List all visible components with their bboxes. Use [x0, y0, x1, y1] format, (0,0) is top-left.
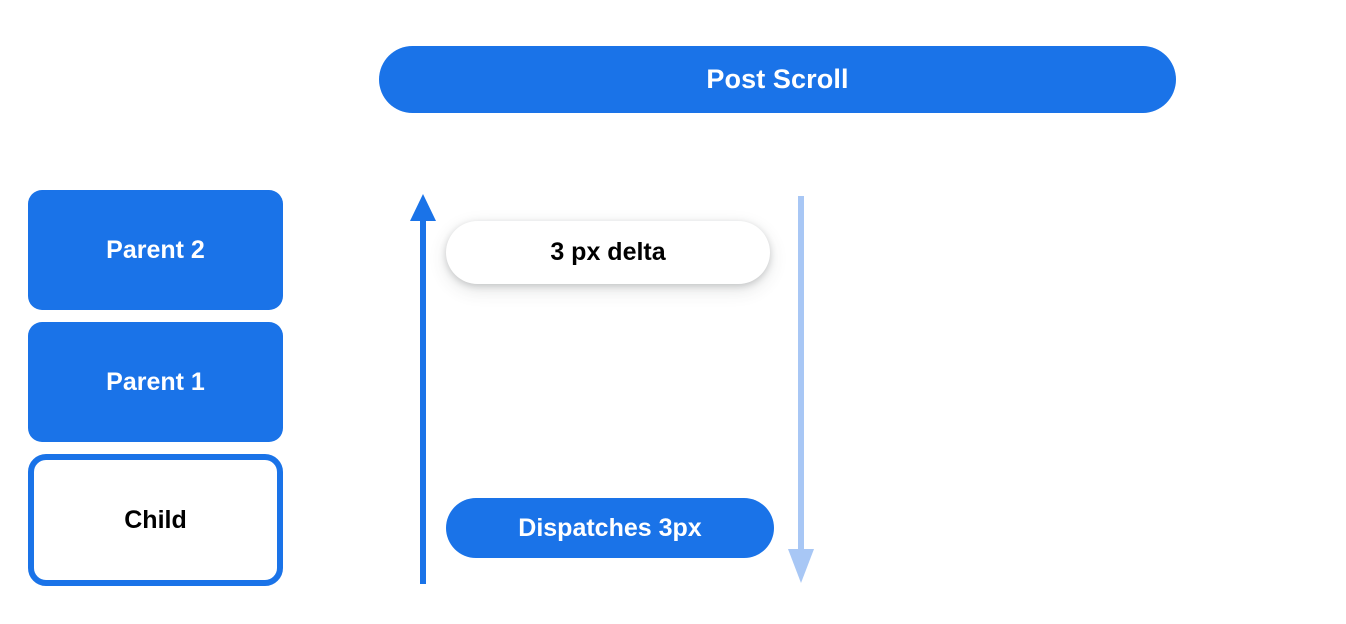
node-box-parent-1: Parent 1: [28, 322, 283, 442]
post-scroll-header-label: Post Scroll: [706, 64, 849, 94]
dispatch-annotation-label: Dispatches 3px: [518, 513, 702, 542]
node-label-parent-2: Parent 2: [106, 235, 205, 264]
bubble-up-arrow-icon: [410, 194, 436, 584]
propagate-down-arrow-icon: [788, 196, 814, 583]
delta-annotation-label: 3 px delta: [550, 238, 666, 266]
node-box-parent-2: Parent 2: [28, 190, 283, 310]
node-box-child: Child: [28, 454, 283, 586]
node-label-child: Child: [124, 505, 187, 534]
node-hierarchy-column: Parent 2 Parent 1 Child: [28, 190, 283, 586]
delta-annotation-pill: 3 px delta: [446, 221, 770, 284]
node-label-parent-1: Parent 1: [106, 367, 205, 396]
post-scroll-header-bar: Post Scroll: [379, 46, 1176, 113]
dispatch-annotation-pill: Dispatches 3px: [446, 498, 774, 558]
